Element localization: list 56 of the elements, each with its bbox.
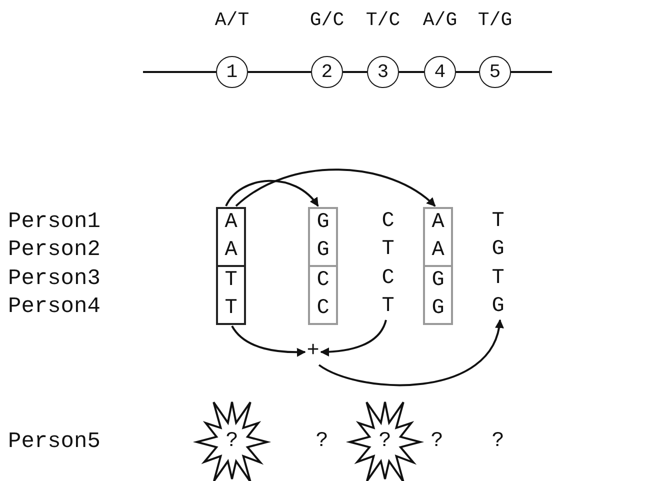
row-label: Person2 — [8, 236, 100, 264]
snp-circle: 5 — [479, 56, 511, 88]
allele-letter: C — [380, 209, 396, 235]
highlight-box — [308, 207, 338, 267]
arrow — [320, 320, 387, 356]
allele-label: A/T — [214, 8, 250, 33]
row-label: Person4 — [8, 293, 100, 321]
row-label: Person3 — [8, 265, 100, 293]
highlight-box — [216, 207, 246, 267]
highlight-box — [216, 265, 246, 325]
allele-letter: G — [490, 237, 506, 263]
allele-label: T/C — [364, 8, 402, 33]
allele-letter: T — [373, 293, 403, 321]
allele-label: G/C — [308, 8, 346, 33]
allele-letter: + — [298, 338, 328, 366]
highlight-box — [308, 265, 338, 325]
allele-letter: T — [224, 268, 238, 294]
arrow — [318, 319, 503, 386]
allele-letter: C — [316, 268, 330, 294]
highlight-box — [423, 207, 453, 267]
connector-line — [143, 71, 216, 73]
allele-label: A/G — [422, 8, 458, 33]
allele-letter: G — [483, 293, 513, 321]
unknown-mark: ? — [430, 429, 444, 455]
snp-circle: 4 — [424, 56, 456, 88]
connector-line — [511, 71, 552, 73]
allele-letter: G — [316, 238, 330, 264]
allele-letter: C — [380, 266, 396, 292]
connector-line — [343, 71, 367, 73]
allele-letter: T — [380, 237, 396, 263]
row-label: Person1 — [8, 208, 100, 236]
allele-label: T/G — [476, 8, 514, 33]
highlight-box — [423, 265, 453, 325]
allele-letter: A — [224, 238, 238, 264]
snp-circle: 1 — [216, 56, 248, 88]
allele-letter: G — [430, 296, 446, 322]
row-label: Person5 — [8, 428, 100, 456]
allele-letter: C — [316, 296, 330, 322]
allele-letter: T — [490, 266, 506, 292]
allele-letter: A — [430, 210, 446, 236]
allele-letter: A — [224, 210, 238, 236]
snp-circle: 2 — [311, 56, 343, 88]
connector-line — [399, 71, 424, 73]
allele-letter: G — [430, 268, 446, 294]
allele-letter: T — [224, 296, 238, 322]
allele-letter: G — [316, 210, 330, 236]
connector-line — [456, 71, 479, 73]
allele-letter: T — [490, 209, 506, 235]
snp-circle: 3 — [367, 56, 399, 88]
unknown-mark: ? — [314, 429, 330, 455]
arrow — [231, 325, 306, 357]
connector-line — [248, 71, 311, 73]
unknown-mark: ? — [490, 429, 506, 455]
allele-letter: A — [430, 238, 446, 264]
arrow — [235, 168, 436, 207]
arrow — [225, 180, 319, 207]
